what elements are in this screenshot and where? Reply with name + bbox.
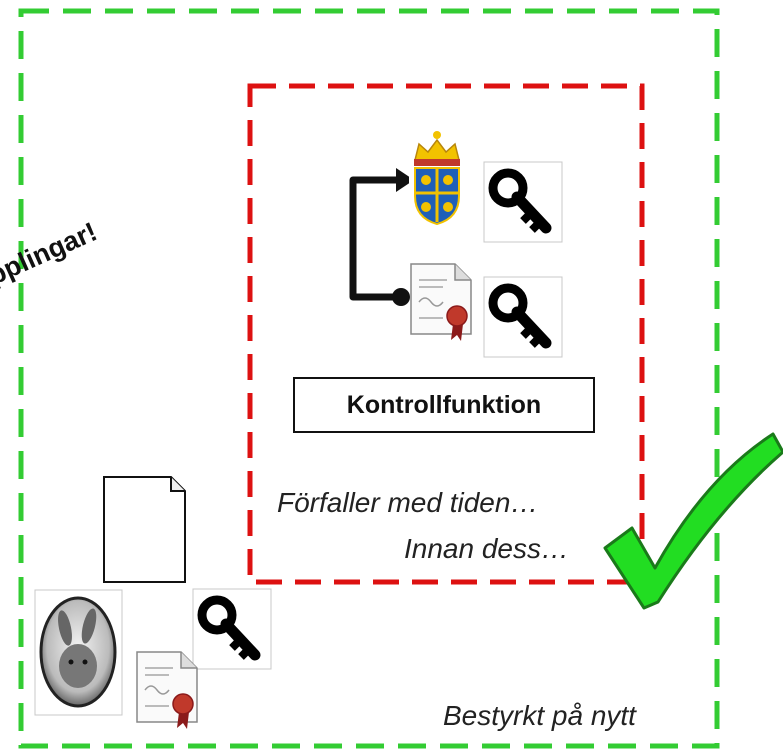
document-icon (103, 476, 186, 583)
key-icon (483, 276, 563, 358)
outer-trust-boundary (18, 8, 720, 749)
reattested-caption: Bestyrkt på nytt (443, 700, 636, 731)
rabbit-portrait-icon (34, 589, 123, 716)
certificate-icon (410, 263, 472, 341)
checkmark-icon (603, 432, 783, 610)
before-caption: Innan dess… (404, 533, 569, 564)
key-icon (192, 588, 272, 670)
crest-icon (409, 130, 466, 226)
control-function-label: Kontrollfunktion (293, 377, 595, 433)
expires-caption: Förfaller med tiden… (277, 487, 539, 518)
key-icon (483, 161, 563, 243)
chain-arrow (349, 168, 414, 306)
inner-control-boundary (247, 83, 645, 585)
certificate-icon (136, 651, 198, 729)
